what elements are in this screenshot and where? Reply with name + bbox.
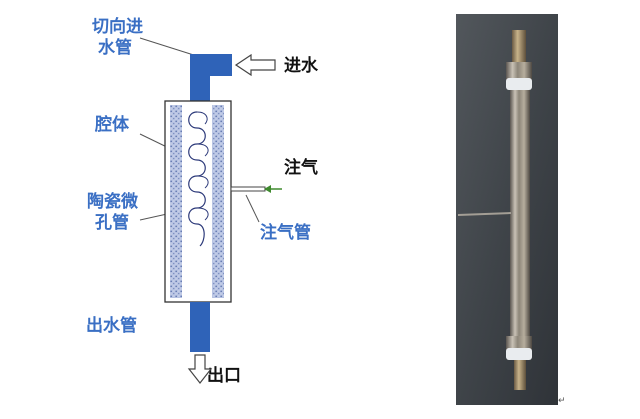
outlet-arrow	[187, 354, 213, 384]
inlet-branch	[210, 54, 232, 76]
ceramic-tube-label-line2: 孔管	[95, 213, 129, 233]
gas-injection-pipe	[230, 186, 266, 192]
photo-top-fitting	[512, 30, 526, 62]
inlet-pipe-label-line2: 水管	[98, 38, 132, 58]
photo-gas-needle	[457, 212, 512, 216]
inlet-pipe-label-line1: 切向进	[92, 17, 143, 37]
ceramic-tube-label: 陶瓷微 孔管	[87, 192, 138, 234]
photo-body-cylinder	[510, 90, 530, 338]
photo-bottom-seal	[506, 348, 532, 360]
inlet-pipe	[190, 54, 210, 102]
cavity-label: 腔体	[95, 115, 129, 135]
photo-top-seal	[506, 78, 532, 90]
ceramic-wall-right	[212, 105, 224, 298]
photo-top-nut	[506, 62, 532, 80]
outlet-pipe-label: 出水管	[86, 316, 137, 336]
photo-bottom-fitting	[514, 360, 526, 390]
device-photo	[456, 14, 558, 405]
outlet-label: 出口	[207, 366, 241, 386]
outlet-pipe	[190, 302, 210, 352]
gas-pipe-leader-line	[245, 194, 260, 223]
inlet-pipe-label: 切向进 水管	[92, 17, 143, 59]
gas-pipe-label: 注气管	[260, 223, 311, 243]
inlet-leader-line	[139, 37, 201, 58]
ceramic-wall-left	[170, 105, 182, 298]
gas-in-label: 注气	[284, 158, 318, 178]
water-in-arrow	[234, 53, 276, 77]
water-in-label: 进水	[284, 56, 318, 76]
ceramic-tube-label-line1: 陶瓷微	[87, 192, 138, 212]
photo-bottom-nut	[506, 336, 532, 350]
paragraph-mark: ↵	[558, 396, 566, 406]
gas-in-arrowhead	[264, 185, 271, 193]
swirl-flow-back	[196, 111, 209, 221]
